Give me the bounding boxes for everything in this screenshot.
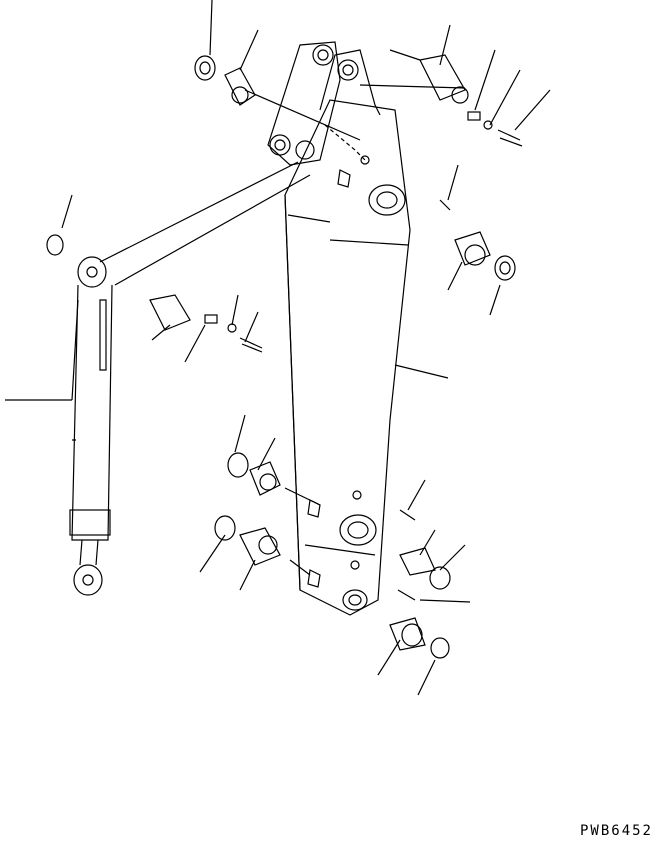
arm	[267, 41, 411, 616]
drawing-code: PWB6452	[579, 823, 653, 839]
leader-lines	[5, 0, 551, 696]
cylinder	[69, 256, 113, 596]
pins-and-bushings	[46, 54, 523, 659]
